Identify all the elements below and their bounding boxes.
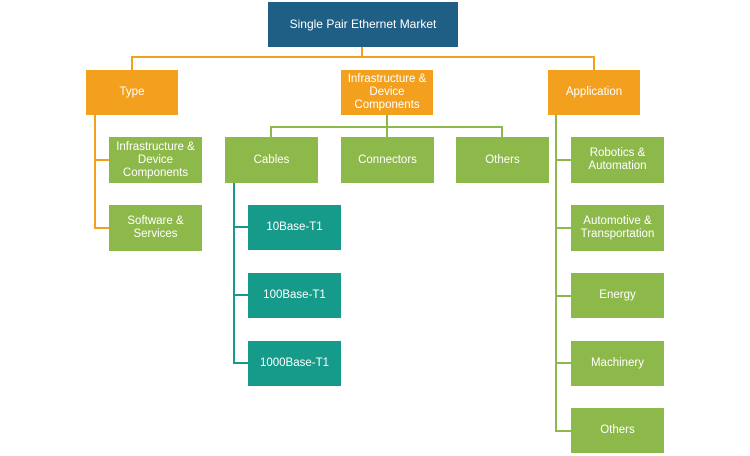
connector-line — [131, 56, 594, 58]
connector-line — [270, 126, 272, 137]
connector-line — [555, 115, 557, 431]
infrastructure-child-connectors: Connectors — [341, 137, 434, 183]
connector-line — [94, 159, 109, 161]
connector-line — [386, 115, 388, 127]
application-child-automotive: Automotive & Transportation — [571, 205, 664, 251]
connector-line — [361, 47, 363, 57]
connector-line — [131, 56, 133, 70]
connector-line — [555, 362, 571, 364]
application-node: Application — [548, 70, 640, 115]
type-node: Type — [86, 70, 178, 115]
root-node: Single Pair Ethernet Market — [268, 2, 458, 47]
cable-1000base-t1: 1000Base-T1 — [248, 341, 341, 386]
connector-line — [233, 226, 248, 228]
connector-line — [555, 430, 571, 432]
connector-line — [233, 183, 235, 363]
connector-line — [233, 362, 248, 364]
infrastructure-child-cables: Cables — [225, 137, 318, 183]
connector-line — [386, 126, 388, 137]
application-child-others: Others — [571, 408, 664, 453]
connector-line — [94, 115, 96, 228]
application-child-energy: Energy — [571, 273, 664, 318]
application-child-machinery: Machinery — [571, 341, 664, 386]
connector-line — [94, 227, 109, 229]
connector-line — [555, 227, 571, 229]
type-child-infrastructure: Infrastructure & Device Components — [109, 137, 202, 183]
cable-100base-t1: 100Base-T1 — [248, 273, 341, 318]
connector-line — [233, 294, 248, 296]
connector-line — [501, 126, 503, 137]
cable-10base-t1: 10Base-T1 — [248, 205, 341, 250]
application-child-robotics: Robotics & Automation — [571, 137, 664, 183]
connector-line — [593, 56, 595, 70]
infrastructure-child-others: Others — [456, 137, 549, 183]
connector-line — [555, 159, 571, 161]
infrastructure-node: Infrastructure & Device Components — [341, 70, 433, 115]
type-child-software: Software & Services — [109, 205, 202, 251]
connector-line — [555, 295, 571, 297]
